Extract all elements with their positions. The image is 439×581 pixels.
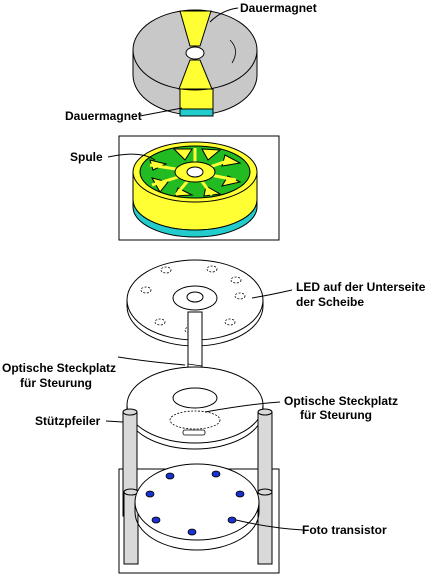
coil-plate — [118, 135, 280, 241]
leader-dauermagnet-bottom — [139, 107, 183, 117]
photo-transistors — [145, 470, 245, 536]
optical-control-disc — [126, 366, 264, 450]
leader-lines — [105, 7, 304, 531]
label-led-line2: der Scheibe — [296, 295, 364, 309]
leader-dauermagnet-top — [209, 7, 239, 23]
label-optisch-right-line2: für Steurung — [300, 408, 372, 422]
support-pillars — [122, 408, 273, 565]
label-stuetzpfeiler: Stützpfeiler — [35, 414, 101, 428]
leader-foto-transistor — [235, 519, 304, 531]
pillar-front-right — [257, 488, 273, 565]
leader-spule — [107, 153, 156, 161]
label-optisch-left-line1: Optische Steckplatz — [2, 361, 116, 375]
leader-optisch-left — [117, 356, 186, 366]
label-optisch-left-line2: für Steurung — [20, 376, 92, 390]
leader-led — [251, 289, 293, 299]
label-led-line1: LED auf der Unterseite — [296, 280, 426, 294]
label-dauermagnet-top: Dauermagnet — [240, 1, 317, 15]
leader-stuetzpfeiler — [105, 420, 124, 423]
label-dauermagnet-bottom: Dauermagnet — [65, 109, 142, 123]
sensor-base-disc — [134, 463, 260, 551]
permanent-magnet-disc — [132, 9, 258, 117]
leader-optisch-right — [204, 401, 281, 413]
label-spule: Spule — [70, 150, 103, 164]
label-optisch-right-line1: Optische Steckplatz — [284, 394, 398, 408]
label-foto-transistor: Foto transistor — [302, 523, 387, 537]
